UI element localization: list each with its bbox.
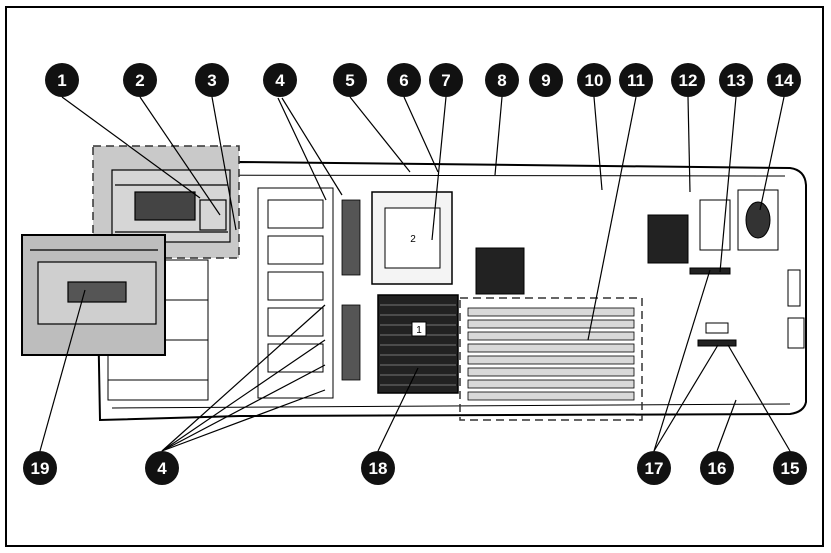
callout-19: 19 [23, 451, 57, 485]
drive-cage [111, 169, 231, 243]
callout-16: 16 [700, 451, 734, 485]
callout-2: 2 [123, 63, 157, 97]
svg-text:12: 12 [679, 71, 698, 90]
callout-18: 18 [361, 451, 395, 485]
inset-detail [21, 234, 166, 356]
chipset-heatsink [475, 247, 525, 295]
svg-text:5: 5 [345, 71, 354, 90]
callout-17: 17 [637, 451, 671, 485]
svg-text:2: 2 [135, 71, 144, 90]
callout-4-bottom: 4 [145, 451, 179, 485]
callout-12: 12 [671, 63, 705, 97]
svg-text:1: 1 [57, 71, 66, 90]
callout-3: 3 [195, 63, 229, 97]
right-components [647, 189, 805, 349]
callout-9: 9 [529, 63, 563, 97]
callout-1: 1 [45, 63, 79, 97]
processor-1-heatsink: 1 [377, 294, 459, 394]
svg-text:18: 18 [369, 459, 388, 478]
callout-8: 8 [485, 63, 519, 97]
dimm-bank-left [341, 199, 361, 381]
callout-10: 10 [577, 63, 611, 97]
svg-text:6: 6 [399, 71, 408, 90]
callout-4-top: 4 [263, 63, 297, 97]
svg-text:3: 3 [207, 71, 216, 90]
callout-6: 6 [387, 63, 421, 97]
svg-text:9: 9 [541, 71, 550, 90]
callout-14: 14 [767, 63, 801, 97]
processor-2-label: 2 [410, 234, 416, 245]
svg-text:8: 8 [497, 71, 506, 90]
svg-text:15: 15 [781, 459, 800, 478]
figure-frame [5, 6, 824, 547]
svg-text:7: 7 [441, 71, 450, 90]
dimm-slots-dashed-area [459, 297, 643, 421]
fan-bays [257, 187, 334, 399]
processor-2: 2 [371, 191, 453, 285]
callout-11: 11 [619, 63, 653, 97]
svg-text:13: 13 [727, 71, 746, 90]
dimm-slots [467, 307, 635, 401]
svg-text:16: 16 [708, 459, 727, 478]
processor-1-label: 1 [416, 325, 422, 336]
callout-7: 7 [429, 63, 463, 97]
leader-lines [39, 96, 791, 452]
callout-15: 15 [773, 451, 807, 485]
svg-text:4: 4 [275, 71, 285, 90]
callout-13: 13 [719, 63, 753, 97]
svg-text:10: 10 [585, 71, 604, 90]
svg-text:17: 17 [645, 459, 664, 478]
callout-5: 5 [333, 63, 367, 97]
svg-text:11: 11 [627, 71, 645, 90]
svg-text:14: 14 [775, 71, 794, 90]
svg-text:4: 4 [157, 459, 167, 478]
svg-text:19: 19 [31, 459, 50, 478]
